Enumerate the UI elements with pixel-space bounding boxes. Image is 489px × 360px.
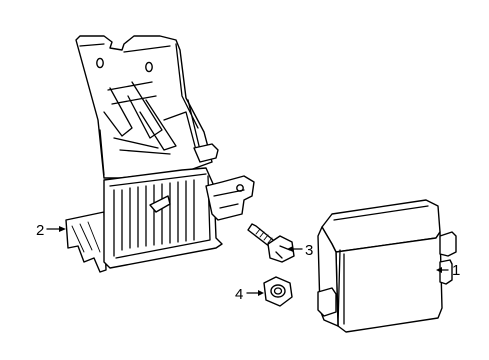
leader-arrow-1 [436, 267, 442, 273]
leader-arrow-2 [59, 226, 66, 232]
module-connector-mid [439, 259, 453, 285]
nut [263, 276, 293, 307]
callout-label-1: 1 [452, 262, 460, 279]
bracket-back-plate [75, 35, 213, 179]
callout-2: 2 [36, 222, 66, 239]
mounting-bracket [65, 35, 255, 273]
bolt [247, 223, 295, 263]
bolt-head [267, 235, 295, 263]
bracket-ribs [103, 81, 197, 155]
callout-label-2: 2 [36, 222, 44, 239]
callout-4: 4 [235, 286, 264, 303]
module-connector-top [439, 231, 457, 257]
callout-3: 3 [287, 242, 313, 259]
module-connector-bottom [317, 287, 337, 317]
bracket-hole-right [145, 61, 153, 73]
leader-arrow-3 [287, 246, 293, 252]
bracket-left-foot [65, 211, 107, 273]
callout-1: 1 [436, 262, 460, 279]
bracket-tray-slots [121, 179, 195, 251]
control-module [317, 199, 457, 333]
bracket-hole-left [96, 57, 104, 69]
leader-arrow-4 [258, 290, 264, 296]
callout-label-4: 4 [235, 286, 243, 303]
module-front-face [335, 231, 443, 333]
callout-label-3: 3 [305, 242, 313, 259]
